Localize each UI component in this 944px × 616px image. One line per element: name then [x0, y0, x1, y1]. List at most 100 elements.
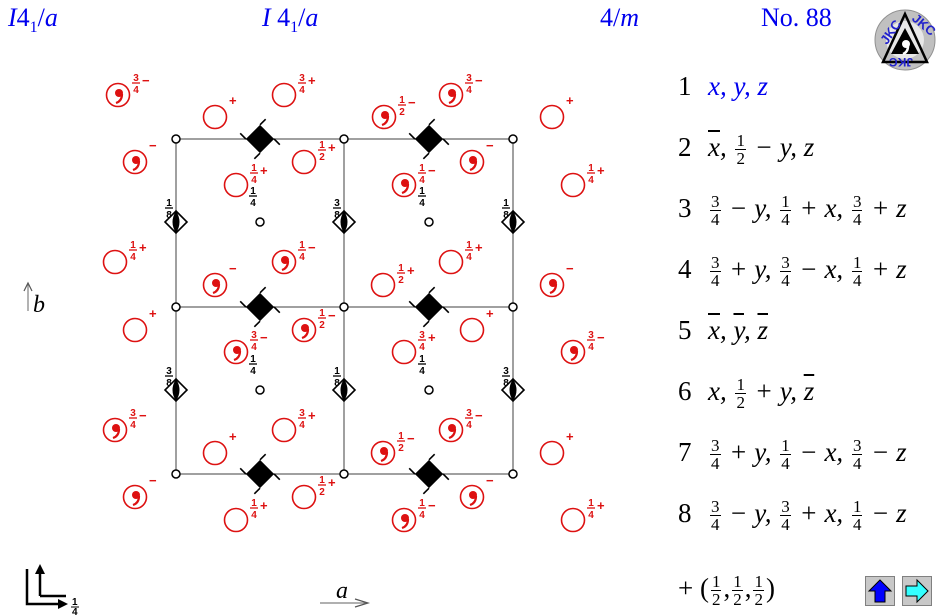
position-circle-icon: 14+	[560, 163, 605, 198]
svg-text:3: 3	[299, 408, 305, 419]
svg-text:−: −	[566, 261, 574, 276]
space-group-number: No. 88	[761, 3, 832, 32]
svg-text:1: 1	[250, 354, 256, 365]
position-circle-icon: 14+	[102, 240, 147, 275]
next-button[interactable]	[902, 576, 932, 606]
svg-text:1: 1	[166, 198, 172, 209]
operation-number: 8	[678, 498, 692, 528]
axis-digit: 4	[600, 3, 613, 32]
svg-text:3: 3	[588, 330, 594, 341]
position-circle-icon: +	[539, 93, 574, 130]
svg-text:1: 1	[419, 163, 425, 174]
glide-letter: a	[305, 3, 319, 32]
svg-text:4: 4	[299, 420, 305, 431]
svg-text:8: 8	[503, 378, 509, 389]
svg-text:3: 3	[133, 73, 139, 84]
operation-number: 2	[678, 132, 692, 162]
position-comma-circle-icon: −	[539, 261, 574, 298]
svg-text:4: 4	[419, 342, 425, 353]
short-hm-symbol: I41/a	[8, 2, 58, 36]
svg-text:−: −	[229, 261, 237, 276]
svg-text:−: −	[139, 408, 147, 423]
svg-text:1: 1	[466, 240, 472, 251]
up-button[interactable]	[865, 576, 895, 606]
inversion-center-icon	[255, 217, 265, 227]
inversion-center-icon	[171, 302, 181, 312]
svg-text:4: 4	[250, 198, 256, 209]
svg-text:+: +	[260, 163, 268, 178]
svg-text:4: 4	[588, 342, 594, 353]
svg-text:−: −	[407, 431, 415, 446]
a-axis-indicator: a	[336, 578, 348, 604]
b-axis-indicator: b	[23, 281, 45, 318]
svg-text:3: 3	[466, 73, 472, 84]
svg-text:3: 3	[334, 198, 340, 209]
jkc-logo-icon[interactable]: JKC JKC JKC	[873, 8, 937, 72]
position-comma-circle-icon: 34−	[102, 408, 147, 443]
rotoinversion-4bar-icon: 38	[500, 366, 526, 403]
svg-text:+: +	[407, 263, 415, 278]
position-comma-circle-icon: 14−	[391, 163, 436, 198]
operation-number: 6	[678, 376, 692, 406]
svg-text:+: +	[229, 429, 237, 444]
position-circle-icon: 14+	[223, 498, 268, 533]
position-circle-icon: +	[539, 429, 574, 466]
svg-text:+: +	[597, 163, 605, 178]
inversion-center-icon	[424, 217, 434, 227]
svg-text:−: −	[428, 163, 436, 178]
position-circle-icon: +	[122, 306, 157, 343]
lattice-letter: I	[262, 3, 271, 32]
point-group-symbol: 4/m	[600, 2, 639, 34]
svg-text:4: 4	[72, 607, 78, 616]
svg-text:4: 4	[588, 175, 594, 186]
svg-text:−: −	[475, 408, 483, 423]
right-arrow-icon	[905, 578, 929, 604]
svg-text:2: 2	[399, 107, 405, 118]
rotoinversion-4bar-icon: 38	[331, 198, 357, 235]
a-axis-label: a	[336, 578, 348, 604]
svg-text:1: 1	[334, 366, 340, 377]
svg-text:1: 1	[130, 240, 136, 251]
svg-text:1: 1	[588, 163, 594, 174]
svg-text:1: 1	[319, 140, 325, 151]
svg-text:4: 4	[130, 252, 136, 263]
screw-subscript: 1	[290, 19, 299, 36]
position-comma-circle-icon: 14−	[391, 498, 436, 533]
inversion-center-icon	[339, 469, 349, 479]
svg-text:4: 4	[419, 510, 425, 521]
svg-text:1: 1	[588, 498, 594, 509]
svg-text:4: 4	[133, 85, 139, 96]
mirror-letter: m	[620, 3, 640, 32]
svg-text:3: 3	[251, 330, 257, 341]
svg-text:4: 4	[299, 252, 305, 263]
svg-text:3: 3	[130, 408, 136, 419]
svg-text:4: 4	[419, 175, 425, 186]
inversion-center-icon	[508, 302, 518, 312]
position-circle-icon: 12+	[370, 263, 415, 298]
inversion-center-icon	[339, 134, 349, 144]
rotoinversion-4bar-icon: 38	[163, 366, 189, 403]
inversion-center-icon	[424, 385, 434, 395]
svg-text:1: 1	[299, 240, 305, 251]
svg-text:1: 1	[419, 186, 425, 197]
svg-text:1: 1	[250, 186, 256, 197]
svg-text:8: 8	[166, 210, 172, 221]
svg-text:−: −	[408, 95, 416, 110]
position-circle-icon: +	[202, 93, 237, 130]
inversion-center-icon	[339, 302, 349, 312]
svg-text:8: 8	[334, 378, 340, 389]
position-comma-circle-icon: 12−	[370, 431, 415, 466]
svg-text:−: −	[149, 473, 157, 488]
svg-text:−: −	[308, 240, 316, 255]
svg-text:+: +	[566, 429, 574, 444]
svg-text:+: +	[475, 240, 483, 255]
svg-text:−: −	[328, 308, 336, 323]
lattice-letter: I	[8, 3, 17, 32]
position-circle-icon: 12+	[291, 475, 336, 510]
